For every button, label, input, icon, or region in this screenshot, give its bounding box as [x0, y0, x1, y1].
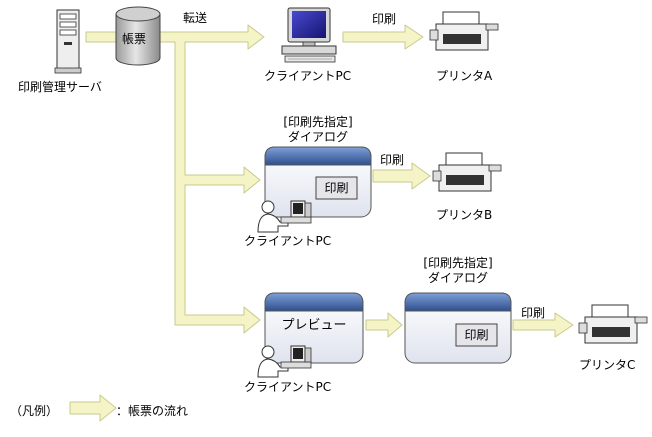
row3-preview-label: プレビュー	[281, 318, 347, 333]
row3-preview-window	[264, 292, 364, 364]
row2-user-at-pc-icon	[257, 200, 312, 233]
row3-dialog-title-line2: ダイアログ	[427, 271, 488, 285]
row3-print-button[interactable]: 印刷	[464, 328, 489, 342]
row3-user-at-pc-icon	[257, 345, 312, 378]
printer-a-icon	[429, 11, 499, 51]
row2-dialog-title-line2: ダイアログ	[287, 130, 348, 144]
transfer-label: 転送	[183, 11, 208, 25]
row2-client-label: クライアントPC	[244, 234, 332, 248]
server-label: 印刷管理サーバ	[18, 80, 102, 94]
arrow-transfer-trunk	[159, 24, 265, 334]
arrow-row2-print	[372, 162, 431, 190]
row3-print-label: 印刷	[521, 306, 546, 320]
row2-print-button[interactable]: 印刷	[324, 181, 349, 195]
row2-dialog-window	[264, 146, 372, 218]
row1-print-label: 印刷	[372, 12, 397, 26]
arrow-row3-print	[512, 312, 574, 338]
row3-client-label: クライアントPC	[244, 380, 332, 394]
printer-c-icon	[578, 304, 648, 344]
legend-arrow	[69, 394, 117, 422]
legend-description: ：帳票の流れ	[116, 404, 189, 418]
database-icon	[115, 6, 161, 66]
row2-dialog-title-line1: [印刷先指定]	[283, 115, 353, 129]
row3-dialog-window	[404, 292, 512, 364]
server-icon	[54, 9, 82, 74]
database-label: 帳票	[122, 32, 147, 46]
printer-a-label: プリンタA	[436, 69, 493, 83]
printer-c-label: プリンタC	[579, 358, 636, 372]
flow-arrows	[69, 24, 574, 422]
legend-title: （凡例）	[10, 404, 59, 418]
row2-print-label: 印刷	[380, 153, 405, 167]
printer-b-label: プリンタB	[436, 208, 493, 222]
row1-client-label: クライアントPC	[264, 69, 352, 83]
arrow-row1-print	[342, 24, 424, 50]
row3-dialog-title-line1: [印刷先指定]	[423, 256, 493, 270]
arrow-row3-preview-to-dialog	[365, 312, 403, 338]
row1-desktop-pc-icon	[281, 7, 337, 63]
printer-b-icon	[432, 152, 502, 192]
